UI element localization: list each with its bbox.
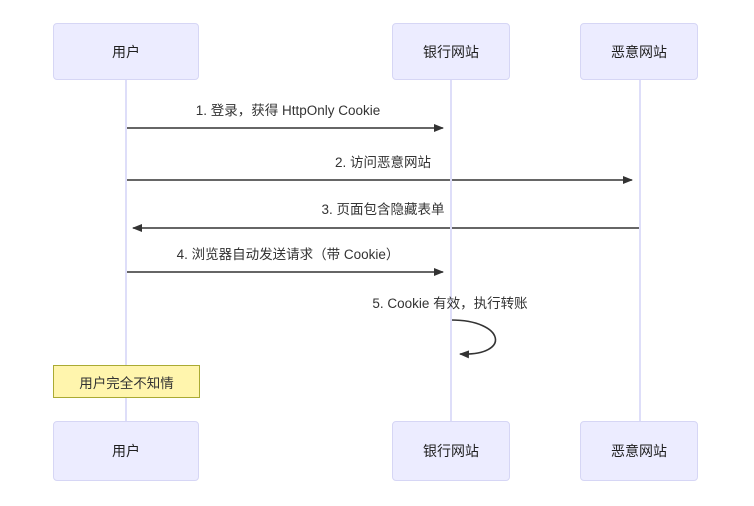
actor-box-malicious-bottom[interactable]: 恶意网站	[580, 421, 698, 481]
message-label-3: 3. 页面包含隐藏表单	[321, 202, 445, 217]
message-arrow-5-selfloop	[450, 319, 497, 359]
actor-box-malicious[interactable]: 恶意网站	[580, 23, 698, 80]
message-label-1: 1. 登录，获得 HttpOnly Cookie	[195, 103, 381, 118]
lifeline-user	[125, 78, 127, 422]
actor-box-bank[interactable]: 银行网站	[392, 23, 510, 80]
note-user-unaware[interactable]: 用户完全不知情	[53, 365, 200, 398]
message-label-4: 4. 浏览器自动发送请求（带 Cookie）	[176, 247, 400, 262]
actor-label-user: 用户	[112, 43, 140, 60]
message-label-5: 5. Cookie 有效，执行转账	[372, 296, 528, 311]
actor-label-bank: 银行网站	[423, 43, 479, 60]
actor-box-user-bottom[interactable]: 用户	[53, 421, 199, 481]
actor-label-malicious: 恶意网站	[611, 43, 667, 60]
actor-box-bank-bottom[interactable]: 银行网站	[392, 421, 510, 481]
actor-label-user-bottom: 用户	[112, 443, 140, 459]
actor-box-user[interactable]: 用户	[53, 23, 199, 80]
message-label-2: 2. 访问恶意网站	[334, 155, 432, 170]
actor-label-bank-bottom: 银行网站	[423, 443, 479, 459]
note-label: 用户完全不知情	[79, 375, 174, 391]
lifeline-bank	[450, 78, 452, 422]
lifeline-malicious	[639, 78, 641, 422]
actor-label-malicious-bottom: 恶意网站	[611, 443, 667, 459]
